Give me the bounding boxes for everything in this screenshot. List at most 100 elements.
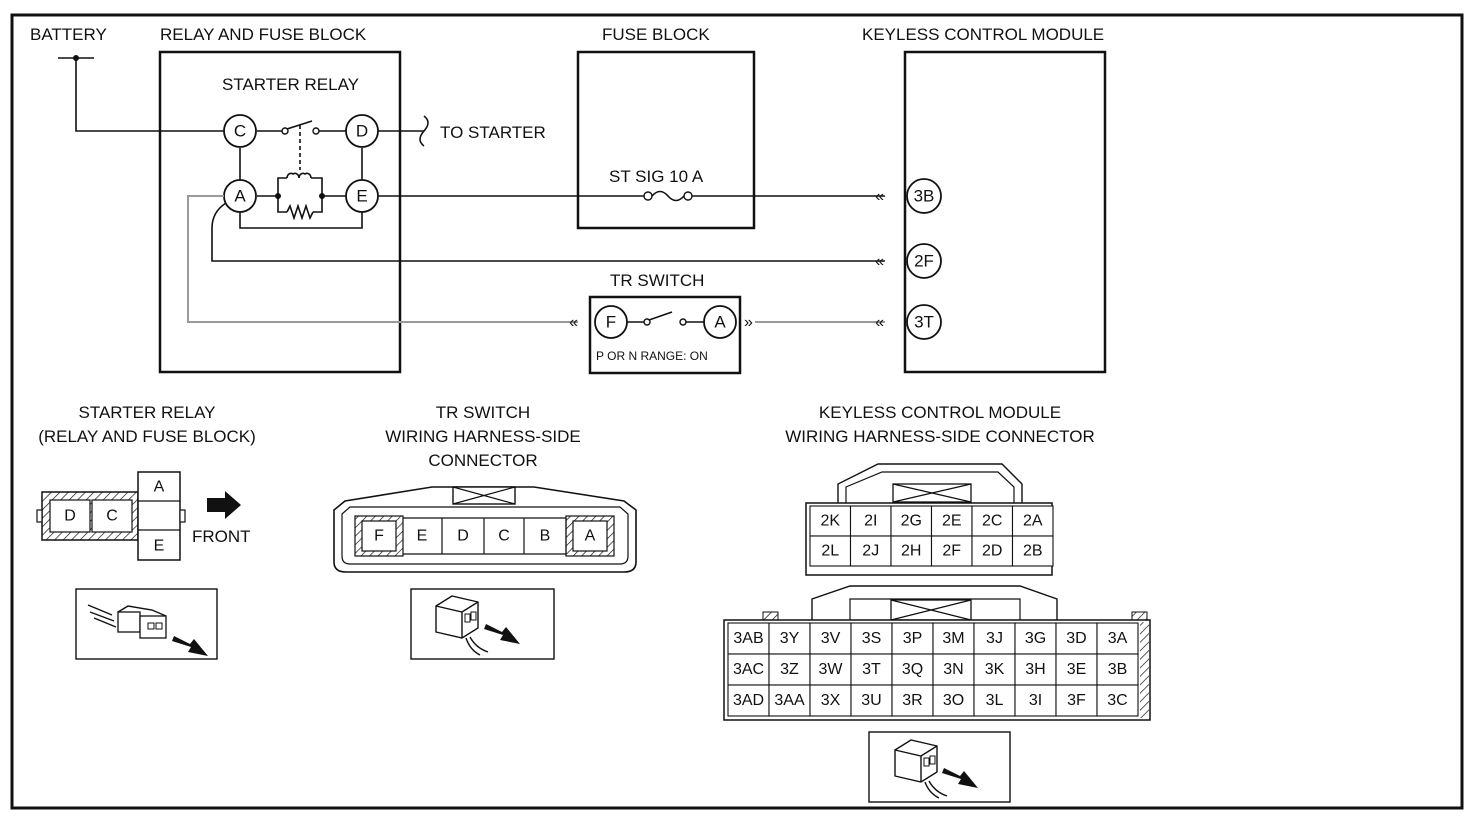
kcm3-cell-3h: 3H [1014, 653, 1057, 686]
svg-text:FRONT: FRONT [192, 527, 251, 546]
svg-text:D: D [64, 508, 76, 525]
kcm3-cell-3ab: 3AB [727, 622, 770, 655]
svg-text:3L: 3L [986, 692, 1004, 709]
relay-pin-c: C [223, 114, 257, 148]
kcm3-cell-3f: 3F [1055, 684, 1098, 717]
svg-text:3S: 3S [862, 630, 882, 647]
svg-text:2F: 2F [914, 252, 934, 271]
battery-label: BATTERY [30, 25, 107, 44]
kcm-view-illustration [868, 731, 1011, 803]
kcm3-cell-3t: 3T [850, 653, 893, 686]
kcm3-cell-3u: 3U [850, 684, 893, 717]
svg-text:3W: 3W [819, 661, 844, 678]
kcm3-cell-3o: 3O [932, 684, 975, 717]
kcm3-cell-3v: 3V [809, 622, 852, 655]
svg-text:3H: 3H [1025, 661, 1045, 678]
svg-text:A: A [154, 479, 165, 496]
svg-text:WIRING HARNESS-SIDE: WIRING HARNESS-SIDE [385, 427, 581, 446]
svg-text:3Z: 3Z [780, 661, 799, 678]
svg-text:3T: 3T [914, 313, 934, 332]
svg-text:2C: 2C [982, 513, 1002, 530]
kcm3-cell-3p: 3P [891, 622, 934, 655]
svg-text:3Y: 3Y [780, 630, 800, 647]
svg-text:3C: 3C [1107, 692, 1127, 709]
kcm2-cell-2f: 2F [930, 535, 973, 567]
svg-text:3X: 3X [821, 692, 841, 709]
fuse-block-outline [576, 50, 756, 230]
svg-text:B: B [540, 528, 551, 545]
kcm2-cell-2k: 2K [809, 505, 852, 537]
kcm3-cell-3j: 3J [973, 622, 1016, 655]
kcm3-cell-3n: 3N [932, 653, 975, 686]
svg-text:3I: 3I [1029, 692, 1042, 709]
starter-relay-connector: D C A E [36, 471, 186, 561]
svg-text:3AB: 3AB [733, 630, 763, 647]
kcm3-cell-3e: 3E [1055, 653, 1098, 686]
tr-switch-contact [627, 311, 704, 326]
kcm2-cell-2i: 2I [849, 505, 892, 537]
starter-relay-label: STARTER RELAY [222, 75, 359, 94]
kcm2-cell-2g: 2G [890, 505, 933, 537]
tr-connector: F E D C B A [333, 486, 637, 573]
svg-text:3O: 3O [943, 692, 964, 709]
kcm3-cell-3m: 3M [932, 622, 975, 655]
tr-switch-view-illustration [410, 588, 555, 660]
svg-text:2B: 2B [1023, 543, 1043, 560]
keyless-module-label: KEYLESS CONTROL MODULE [862, 25, 1104, 44]
kcm2-cell-2h: 2H [890, 535, 933, 567]
tr-switch-label: TR SWITCH [610, 271, 704, 290]
svg-text:3Q: 3Q [902, 661, 923, 678]
svg-text:«: « [875, 253, 884, 270]
kcm3-cell-3a: 3A [1096, 622, 1139, 655]
kcm3-cell-3ac: 3AC [727, 653, 770, 686]
front-arrow: FRONT [192, 491, 251, 546]
kcm2-cell-2j: 2J [849, 535, 892, 567]
svg-text:2F: 2F [942, 543, 961, 560]
tr-connector-title: TR SWITCH WIRING HARNESS-SIDE CONNECTOR [385, 403, 581, 470]
kcm3-cell-3g: 3G [1014, 622, 1057, 655]
kcm2-cell-2l: 2L [809, 535, 852, 567]
relay-pin-d: D [345, 114, 379, 148]
svg-text:A: A [714, 313, 726, 332]
svg-text:2D: 2D [982, 543, 1002, 560]
kcm3-cell-3x: 3X [809, 684, 852, 717]
svg-text:2L: 2L [821, 543, 839, 560]
fuse-block-label: FUSE BLOCK [602, 25, 710, 44]
kcm3-cell-3w: 3W [809, 653, 852, 686]
kcm3-cell-3aa: 3AA [768, 684, 811, 717]
kcm3-cell-3z: 3Z [768, 653, 811, 686]
tr-pin-f: F [594, 305, 628, 339]
svg-text:3T: 3T [862, 661, 881, 678]
svg-text:D: D [457, 528, 469, 545]
relay-pin-a: A [223, 179, 257, 213]
to-starter-wire [378, 115, 429, 147]
kcm3-cell-3ad: 3AD [727, 684, 770, 717]
svg-text:F: F [374, 528, 384, 545]
svg-text:2E: 2E [942, 513, 962, 530]
svg-text:«: « [875, 188, 884, 205]
svg-text:3V: 3V [821, 630, 841, 647]
svg-text:E: E [154, 538, 165, 555]
svg-text:3A: 3A [1108, 630, 1128, 647]
svg-text:3N: 3N [943, 661, 963, 678]
svg-text:3U: 3U [861, 692, 881, 709]
starter-relay-internal [239, 120, 363, 229]
svg-text:STARTER RELAY: STARTER RELAY [79, 403, 216, 422]
kcm2-cell-2d: 2D [971, 535, 1014, 567]
svg-text:E: E [356, 187, 367, 206]
module-pin-3t: 3T [906, 304, 942, 340]
starter-relay-connector-title: STARTER RELAY (RELAY AND FUSE BLOCK) [38, 403, 256, 446]
module-pin-3b: 3B [906, 178, 942, 214]
svg-text:3R: 3R [902, 692, 922, 709]
svg-text:«: « [569, 314, 578, 331]
svg-text:3K: 3K [985, 661, 1005, 678]
kcm2-cell-2c: 2C [971, 505, 1014, 537]
svg-text:CONNECTOR: CONNECTOR [428, 451, 537, 470]
svg-text:TR SWITCH: TR SWITCH [436, 403, 530, 422]
kcm3-cell-3i: 3I [1014, 684, 1057, 717]
svg-text:C: C [106, 508, 118, 525]
svg-text:2I: 2I [864, 513, 877, 530]
tr-pin-a: A [703, 305, 737, 339]
relay-fuse-block-label: RELAY AND FUSE BLOCK [160, 25, 367, 44]
